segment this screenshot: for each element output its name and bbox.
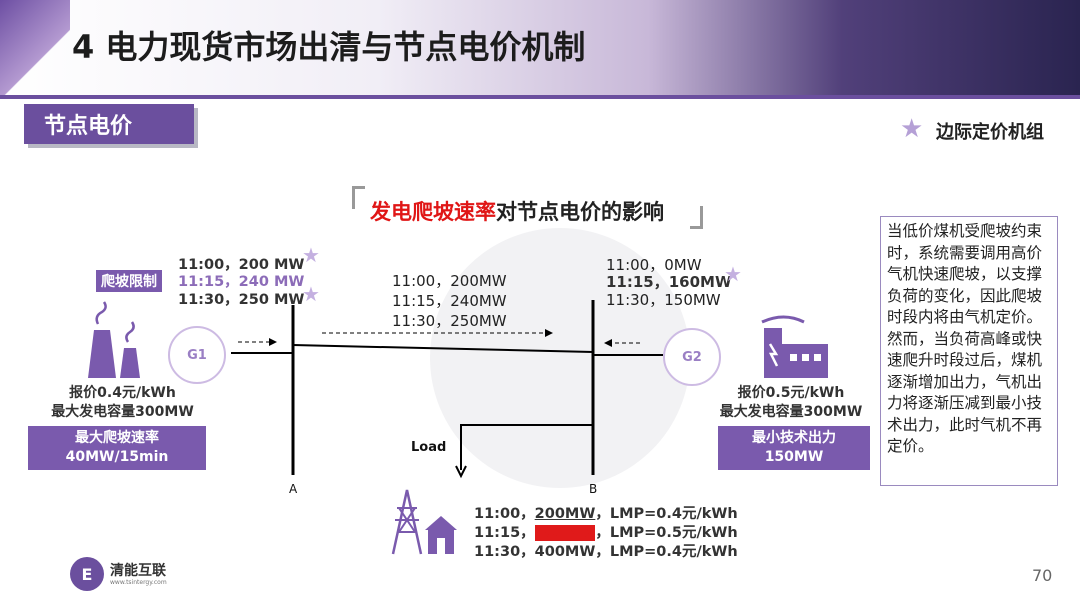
load-time: 11:15， <box>474 525 535 541</box>
load-arrow <box>455 465 467 479</box>
load-label: Load <box>411 440 447 455</box>
title-banner <box>0 0 1080 95</box>
diagram-title: 发电爬坡速率对节点电价的影响 <box>370 196 664 226</box>
g1-schedule-1130: 11:30，250 MW <box>178 292 305 308</box>
company-url: www.tsintergy.com <box>110 579 167 586</box>
load-lmp: ，LMP=0.5元/kWh <box>595 525 738 541</box>
ramp-limit-tag: 爬坡限制 <box>96 270 162 292</box>
page-number: 70 <box>1032 566 1053 585</box>
g2-schedule-1115: 11:15，160MW <box>606 273 732 291</box>
section-tag: 节点电价 <box>24 104 194 144</box>
load-time: 11:30， <box>474 544 535 560</box>
diagram-title-highlight: 发电爬坡速率 <box>370 200 496 224</box>
line-flow-1130: 11:30，250MW <box>392 312 507 330</box>
g1-ramp-rate-label: 最大爬坡速率 <box>75 430 159 446</box>
g1-capacity: 最大发电容量300MW <box>51 404 194 420</box>
load-line <box>460 424 593 470</box>
star-icon: ★ <box>302 282 320 306</box>
g2-min-output-value: 150MW <box>764 449 824 465</box>
g2-min-output-box: 最小技术出力 150MW <box>718 426 870 470</box>
diagram-title-rest: 对节点电价的影响 <box>496 200 664 224</box>
g1-ramp-rate-box: 最大爬坡速率 40MW/15min <box>28 426 206 470</box>
load-lmp-1100: 11:00，200MW，LMP=0.4元/kWh <box>474 505 738 523</box>
watermark-logo <box>430 228 690 488</box>
g1-ramp-rate-value: 40MW/15min <box>65 449 169 465</box>
load-mw-highlighted: 400MW <box>534 525 596 541</box>
title-bracket-right <box>690 206 703 229</box>
g1-schedule-1115: 11:15，240 MW <box>178 274 305 290</box>
marginal-unit-legend: 边际定价机组 <box>936 122 1044 143</box>
line-flow-1100: 11:00，200MW <box>392 272 507 290</box>
page-title: 4 电力现货市场出清与节点电价机制 <box>72 28 586 66</box>
bus-b-label: B <box>589 482 598 496</box>
g2-schedule-1100: 11:00，0MW <box>606 256 702 274</box>
load-lmp-1130: 11:30，400MW，LMP=0.4元/kWh <box>474 543 738 561</box>
star-icon: ★ <box>302 243 320 267</box>
bus-a-label: A <box>289 482 298 496</box>
banner-accent <box>0 0 70 95</box>
company-logo-icon: E <box>70 557 104 591</box>
load-lmp-1115: 11:15，400MW，LMP=0.5元/kWh <box>474 524 738 542</box>
line-flow-1115: 11:15，240MW <box>392 292 507 310</box>
coal-plant-icon <box>88 301 140 378</box>
load-mw: 400MW <box>534 544 596 560</box>
load-lmp: ，LMP=0.4元/kWh <box>595 506 738 522</box>
g2-schedule-1130: 11:30，150MW <box>606 291 721 309</box>
g2-capacity: 最大发电容量300MW <box>719 404 863 420</box>
title-bracket-left <box>352 186 365 209</box>
load-time: 11:00， <box>474 506 535 522</box>
load-tower-house-icon <box>391 489 457 555</box>
g1-generator-circle: G1 <box>168 326 226 384</box>
g1-price: 报价0.4元/kWh <box>69 385 176 401</box>
load-mw: 200MW <box>534 506 596 522</box>
header-divider <box>0 95 1080 99</box>
star-icon: ★ <box>900 114 924 144</box>
load-lmp: ，LMP=0.4元/kWh <box>595 544 738 560</box>
g2-min-output-label: 最小技术出力 <box>752 430 836 446</box>
g2-generator-circle: G2 <box>663 328 721 386</box>
gas-plant-icon <box>761 315 828 378</box>
star-icon: ★ <box>724 262 742 286</box>
company-name: 清能互联 <box>110 563 166 579</box>
g1-schedule-1100: 11:00，200 MW <box>178 257 305 273</box>
explanation-box: 当低价煤机受爬坡约束时，系统需要调用高价气机快速爬坡，以支撑负荷的变化，因此爬坡… <box>880 216 1058 486</box>
g2-price: 报价0.5元/kWh <box>737 385 845 401</box>
transmission-line <box>292 344 594 353</box>
